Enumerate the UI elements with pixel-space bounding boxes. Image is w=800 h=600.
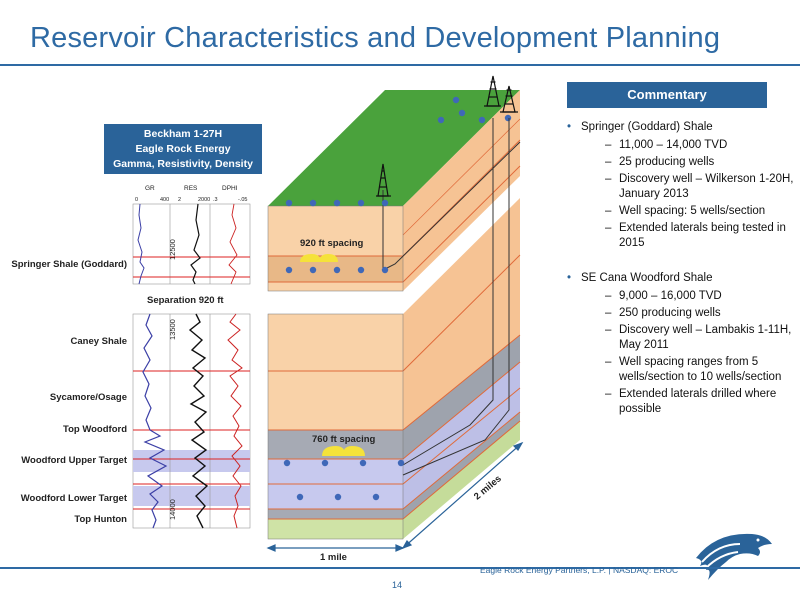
dash-icon: – (605, 356, 612, 368)
track-header-res: RES (184, 185, 198, 192)
item-text: Extended laterals being tested in 2015 (619, 222, 786, 249)
list-item: –250 producing wells (567, 306, 795, 321)
drilling-rig-icons (376, 75, 518, 197)
well-name: Beckham 1-27H (143, 128, 223, 140)
item-text: 11,000 – 14,000 TVD (619, 139, 728, 151)
dphi-scale-min: .3 (213, 197, 218, 203)
footer-text: Eagle Rock Energy Partners, L.P. | NASDA… (480, 565, 678, 575)
dash-icon: – (605, 139, 612, 151)
gr-scale-max: 400 (160, 197, 170, 203)
list-item: –Extended laterals drilled where possibl… (567, 387, 795, 417)
list-item: –Well spacing ranges from 5 wells/sectio… (567, 355, 795, 385)
footer-ticker: NASDAQ: EROC (612, 565, 679, 575)
formation-top-woodford: Top Woodford (62, 424, 127, 435)
gr-scale-min: 0 (135, 197, 139, 203)
section-heading: SE Cana Woodford Shale (581, 272, 713, 284)
formation-sycamore: Sycamore/Osage (49, 392, 127, 403)
page-title: Reservoir Characteristics and Developmen… (30, 22, 721, 54)
item-text: 250 producing wells (619, 307, 721, 319)
res-scale-max: 2000 (198, 197, 211, 203)
list-item: –Well spacing: 5 wells/section (567, 204, 795, 219)
dash-icon: – (605, 290, 612, 302)
item-text: 25 producing wells (619, 156, 715, 168)
item-text: Extended laterals drilled where possible (619, 388, 777, 415)
formation-woodford-upper: Woodford Upper Target (21, 455, 127, 466)
dash-icon: – (605, 388, 612, 400)
page-number: 14 (392, 580, 403, 590)
formation-woodford-lower: Woodford Lower Target (20, 493, 127, 504)
list-item: –Discovery well – Lambakis 1-11H, May 20… (567, 323, 795, 353)
formation-top-hunton: Top Hunton (74, 514, 127, 525)
item-text: 9,000 – 16,000 TVD (619, 290, 722, 302)
list-item: –25 producing wells (567, 155, 795, 170)
spacing-label-upper: 920 ft spacing (300, 238, 364, 249)
depth-label-14000: 14000 (168, 499, 177, 520)
item-text: Well spacing ranges from 5 wells/section… (619, 356, 782, 383)
depth-label-13500: 13500 (168, 319, 177, 340)
list-item: –9,000 – 16,000 TVD (567, 289, 795, 304)
dash-icon: – (605, 205, 612, 217)
commentary-body: • Springer (Goddard) Shale –11,000 – 14,… (567, 120, 795, 419)
dash-icon: – (605, 324, 612, 336)
dash-icon: – (605, 173, 612, 185)
list-item: –11,000 – 14,000 TVD (567, 138, 795, 153)
upper-block (267, 90, 521, 292)
separation-label: Separation 920 ft (147, 295, 224, 306)
well-log-upper (132, 203, 251, 285)
footer-company: Eagle Rock Energy Partners, L.P. (480, 565, 606, 575)
footer-separator: | (608, 565, 613, 575)
item-text: Well spacing: 5 wells/section (619, 205, 766, 217)
depth-label-12500: 12500 (168, 239, 177, 260)
section-heading: Springer (Goddard) Shale (581, 121, 713, 133)
lower-block (267, 118, 521, 540)
bullet-icon: • (567, 272, 572, 284)
list-item: –Discovery well – Wilkerson 1-20H, Janua… (567, 172, 795, 202)
well-log-lower (132, 313, 251, 529)
dash-icon: – (605, 156, 612, 168)
bullet-icon: • (567, 121, 572, 133)
dash-icon: – (605, 222, 612, 234)
spacing-label-lower: 760 ft spacing (312, 434, 376, 445)
list-item: –Extended laterals being tested in 2015 (567, 221, 795, 251)
well-operator: Eagle Rock Energy (135, 143, 231, 155)
track-header-dphi: DPHI (222, 185, 238, 192)
footer-divider (0, 567, 800, 569)
commentary-section-woodford: • SE Cana Woodford Shale (567, 271, 795, 286)
dphi-scale-max: -.05 (238, 197, 248, 203)
dash-icon: – (605, 307, 612, 319)
formation-caney: Caney Shale (70, 336, 128, 347)
well-log-types: Gamma, Resistivity, Density (113, 158, 253, 170)
width-label: 1 mile (320, 552, 347, 563)
item-text: Discovery well – Wilkerson 1-20H, Januar… (619, 173, 794, 200)
track-header-gr: GR (145, 185, 155, 192)
res-scale-min: 2 (178, 197, 182, 203)
formation-springer: Springer Shale (Goddard) (11, 259, 127, 270)
dimension-arrows (266, 441, 524, 552)
commentary-header: Commentary (567, 82, 767, 108)
eagle-logo (696, 533, 772, 580)
commentary-section-springer: • Springer (Goddard) Shale (567, 120, 795, 135)
well-log-header: Beckham 1-27H Eagle Rock Energy Gamma, R… (104, 124, 262, 174)
title-divider (0, 64, 800, 66)
item-text: Discovery well – Lambakis 1-11H, May 201… (619, 324, 792, 351)
